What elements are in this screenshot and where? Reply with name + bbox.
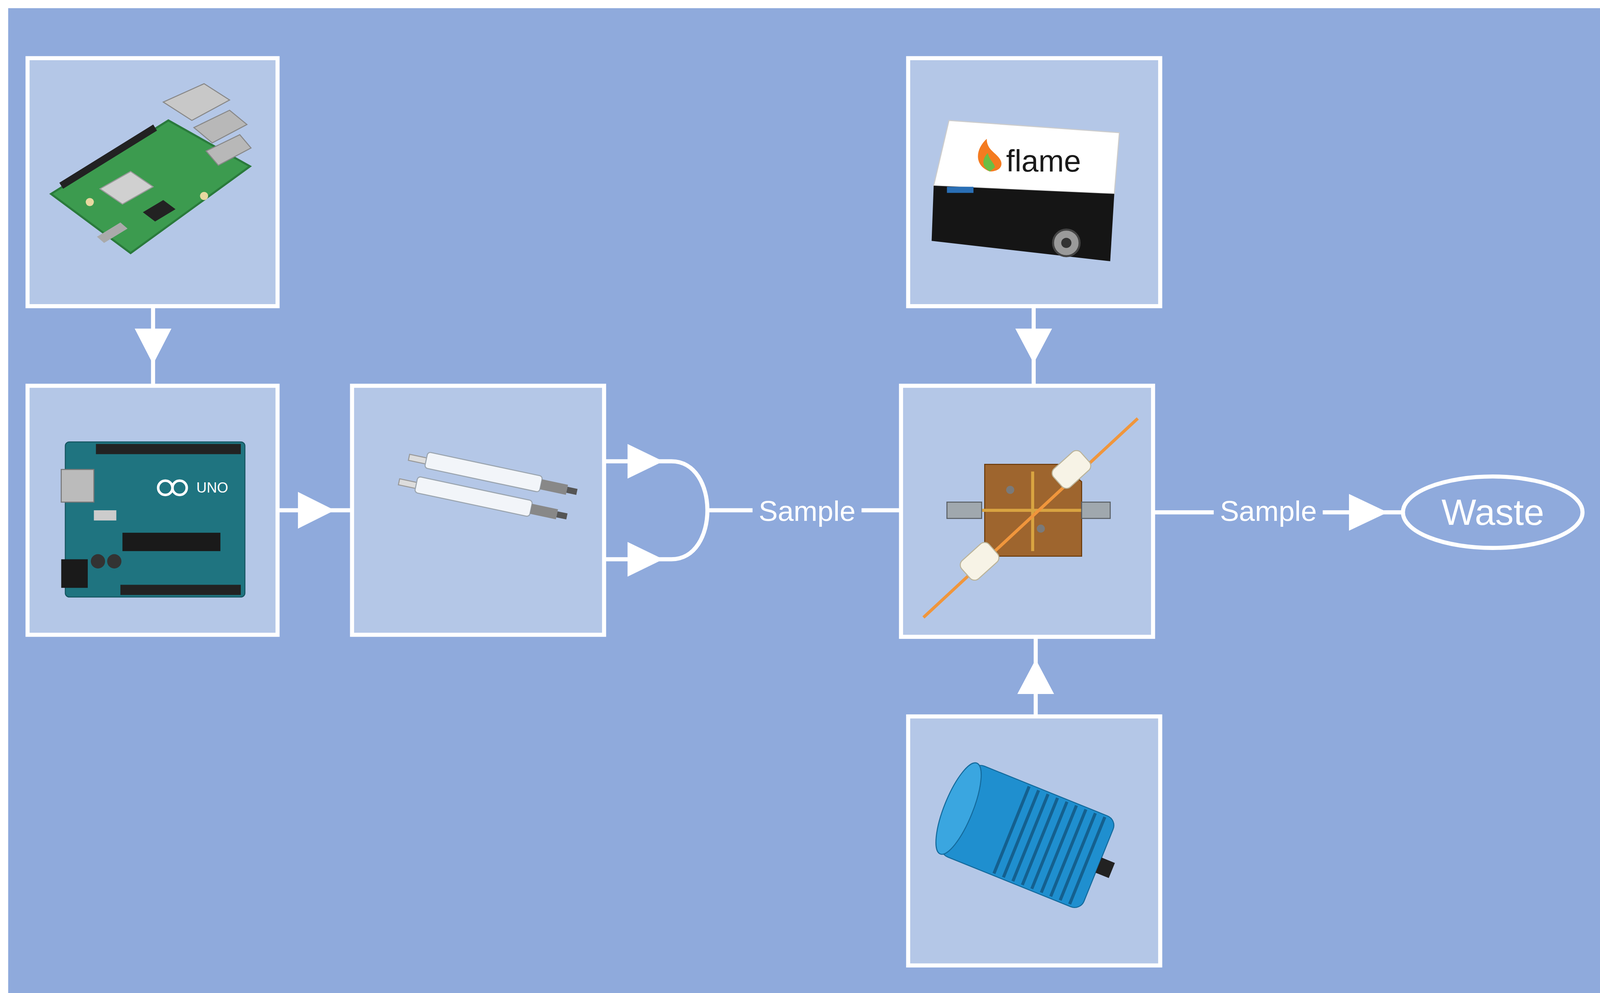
flow-label: Sample [1213, 494, 1323, 528]
spectrometer-illustration [983, 153, 995, 172]
flow-cell-illustration [923, 418, 1139, 618]
arduino-illustration [61, 441, 246, 597]
light-source-illustration [927, 757, 991, 860]
syringe-illustration [397, 448, 579, 525]
merge-line [653, 461, 708, 560]
arrow-head [297, 491, 335, 529]
flow-cell-illustration [1006, 485, 1015, 495]
syringe-illustration [539, 479, 568, 495]
flow-label: Sample [752, 494, 862, 528]
arduino-illustration [120, 584, 241, 595]
light-source-illustration [927, 757, 1131, 917]
arrow-head [627, 541, 664, 577]
raspberry-pi-illustration [199, 192, 209, 201]
syringe-illustration [530, 504, 558, 520]
arduino-illustration [61, 559, 88, 589]
ellipse-outline [1403, 476, 1583, 549]
spectrometer-box [908, 58, 1161, 307]
arrow-head [1015, 328, 1052, 364]
flow-cell-illustration [923, 418, 1139, 618]
background-panel [8, 8, 1600, 993]
flow-lines [153, 306, 1368, 717]
syringe-illustration [424, 452, 543, 493]
raspberry-pi-illustration [96, 222, 128, 244]
spectrometer-illustration [931, 120, 1120, 262]
syringe-pump-box [352, 386, 605, 636]
flow-cell-box [901, 386, 1153, 638]
spectrometer-illustration [931, 185, 1115, 262]
terminal-ellipse: Waste [1400, 474, 1585, 551]
arrow-heads [134, 328, 1388, 695]
syringe-illustration [556, 511, 568, 520]
light-source-illustration [1095, 857, 1115, 879]
raspberry-pi-illustration [51, 83, 252, 254]
arduino-illustration [61, 469, 95, 503]
arduino-illustration [96, 443, 241, 455]
syringe-illustration [566, 486, 578, 496]
arrow-head [1348, 494, 1388, 531]
arrow-head [1017, 659, 1054, 695]
flow-cell-illustration [957, 539, 1002, 583]
arrow-head [134, 328, 172, 365]
light-source-illustration [927, 757, 1131, 917]
arrow-head [627, 443, 664, 479]
arduino-illustration [90, 554, 106, 569]
arduino-illustration [122, 532, 221, 552]
flow-cell-illustration [1049, 448, 1094, 492]
arduino-illustration [158, 480, 173, 496]
spectrometer-illustration [946, 186, 974, 194]
picture-boxes [27, 58, 1161, 966]
syringe-illustration [407, 448, 579, 500]
spectrometer-illustration [1061, 237, 1072, 248]
arduino-illustration [65, 441, 245, 597]
light-source-illustration [993, 786, 1105, 905]
spectrometer-illustration [1053, 229, 1080, 257]
arduino-illustration [94, 510, 117, 521]
raspberry-pi-illustration [51, 120, 251, 254]
model-label: UNO [196, 479, 229, 497]
light-source-box [908, 716, 1161, 966]
arduino-box [27, 386, 278, 636]
spectrometer-illustration [933, 120, 1120, 194]
raspberry-pi-illustration [206, 134, 252, 166]
spectrometer-illustration [977, 138, 1002, 172]
flow-cell-illustration [1030, 471, 1035, 551]
raspberry-pi-box [27, 58, 278, 307]
flow-cell-illustration [1036, 524, 1046, 533]
brand-label: flame [1006, 143, 1081, 179]
flow-cell-illustration [1081, 502, 1111, 519]
flow-cell-illustration [946, 502, 982, 519]
raspberry-pi-illustration [142, 199, 176, 222]
arduino-illustration [107, 554, 122, 569]
light-source-illustration [1069, 817, 1105, 905]
raspberry-pi-illustration [61, 127, 156, 186]
node-text: Waste [1441, 491, 1545, 534]
sample-line [1382, 510, 1404, 515]
raspberry-pi-illustration [99, 171, 154, 205]
raspberry-pi-illustration [85, 197, 95, 207]
arduino-illustration [172, 480, 187, 496]
